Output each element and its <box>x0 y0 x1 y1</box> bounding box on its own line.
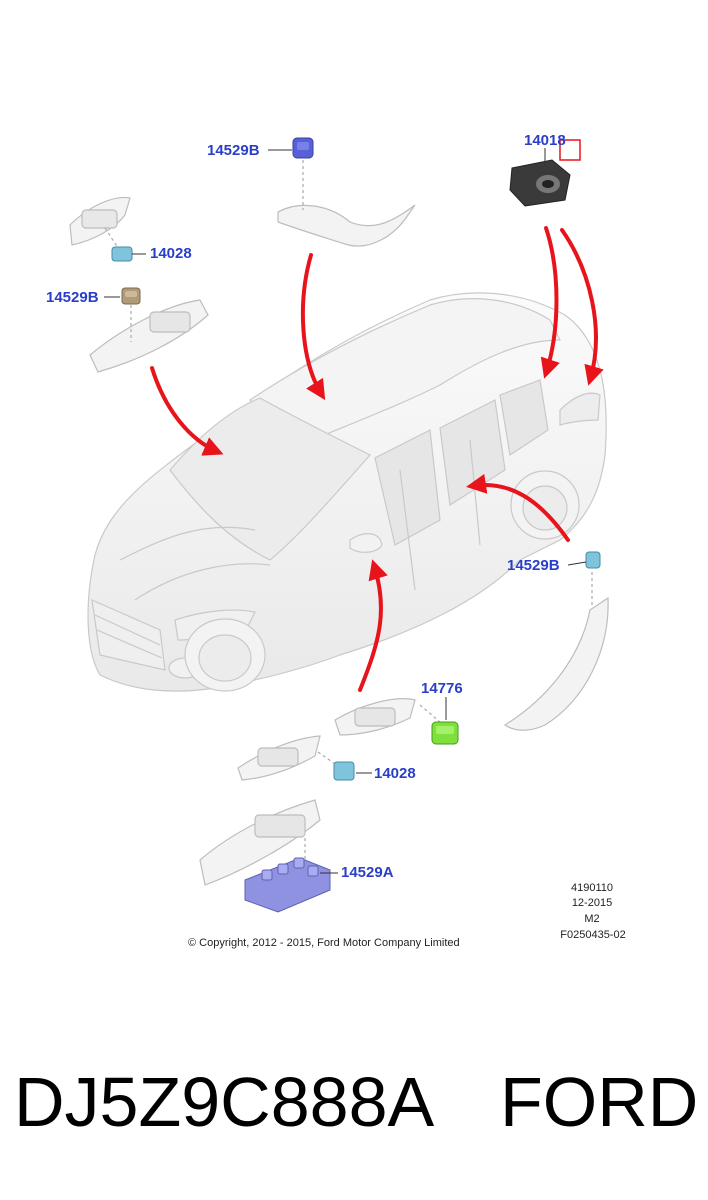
switch-14028-lower <box>333 761 355 781</box>
leader-lines <box>104 149 587 874</box>
callout-14529a: 14529A <box>341 864 394 881</box>
window-switch-bezel-left <box>89 299 209 373</box>
meta-line-1: 4190110 <box>570 882 613 894</box>
red-arrows <box>150 226 604 692</box>
master-switch-bezel <box>199 799 321 886</box>
callout-14776: 14776 <box>421 680 463 697</box>
front-door-handle-bezel-lower <box>237 735 339 781</box>
switch-14529b-left <box>121 287 141 305</box>
copyright-notice: © Copyright, 2012 - 2015, Ford Motor Com… <box>188 937 460 949</box>
meta-line-2: 12-2015 <box>571 897 613 909</box>
meta-line-4: F0250435-02 <box>560 929 626 941</box>
callout-14529b-right: 14529B <box>507 557 560 574</box>
callout-14529b-top: 14529B <box>207 142 260 159</box>
switch-14529b-overhead <box>292 137 314 159</box>
rear-camera-module <box>509 139 581 207</box>
callout-14028-upper: 14028 <box>150 245 192 262</box>
rear-door-handle-bezel <box>334 698 441 736</box>
callout-14529b-left: 14529B <box>46 289 99 306</box>
callout-14018: 14018 <box>524 132 566 149</box>
switch-14776 <box>431 721 459 745</box>
switch-14529a <box>244 857 331 913</box>
brand-label: FORD <box>500 1063 699 1141</box>
meta-line-3: M2 <box>584 913 600 925</box>
parts-diagram <box>69 137 609 913</box>
vehicle-illustration <box>87 292 607 692</box>
callout-14028-lower: 14028 <box>374 765 416 782</box>
rear-door-trim-right <box>503 572 609 731</box>
front-door-handle-bezel <box>69 196 131 249</box>
part-number-label: DJ5Z9C888A <box>14 1063 435 1141</box>
switch-14028-upper <box>111 246 133 262</box>
overhead-trim <box>277 160 416 247</box>
switch-14529b-right <box>585 551 601 569</box>
